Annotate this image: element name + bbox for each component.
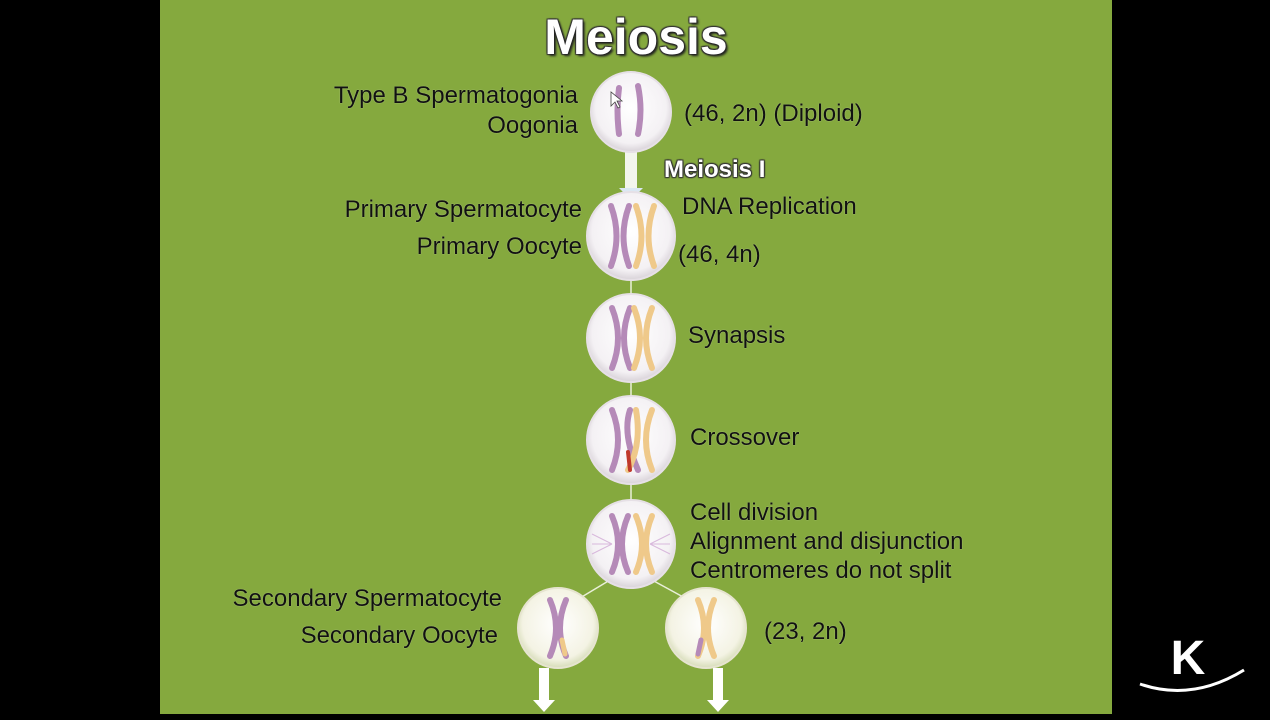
- stage-1-label-line-1: Type B Spermatogonia: [333, 82, 578, 109]
- cell-division: [586, 499, 676, 589]
- chromosome-icon: [609, 513, 655, 575]
- stage-5-value-line-1: Cell division: [690, 499, 819, 526]
- cell-spermatogonia: [590, 71, 672, 153]
- stage-5-value-line-2: Alignment and disjunction: [690, 528, 964, 555]
- logo-letter: K: [1171, 632, 1206, 685]
- slide: Meiosis: [160, 0, 1112, 714]
- stage-2-value-line-2: (46, 4n): [678, 241, 761, 268]
- stage-5-value-line-3: Centromeres do not split: [690, 557, 952, 584]
- spindle-fibers: [591, 533, 671, 555]
- chromosome-icon: [695, 597, 717, 659]
- stage-6-label-line-1: Secondary Spermatocyte: [232, 585, 502, 612]
- stage-1-label-line-2: Oogonia: [487, 112, 578, 139]
- chromosome-icon: [608, 203, 657, 269]
- stage-6-label-line-2: Secondary Oocyte: [300, 622, 498, 649]
- meiosis-diagram: [517, 71, 747, 712]
- cell-secondary-right: [665, 587, 747, 669]
- stage-2-value-line-1: DNA Replication: [682, 193, 857, 220]
- cursor-icon: [610, 91, 624, 109]
- k-logo-icon: K: [1139, 632, 1245, 692]
- stage-2-label-line-2: Primary Oocyte: [416, 233, 582, 260]
- phase-label-meiosis-i: Meiosis I: [664, 156, 766, 183]
- cell-crossover: [586, 395, 676, 485]
- chromosome-icon: [609, 407, 655, 473]
- stage-3-value: Synapsis: [688, 322, 786, 349]
- stage-1-value: (46, 2n) (Diploid): [684, 100, 863, 127]
- cell-primary-spermatocyte: [586, 191, 676, 281]
- stage-6-value: (23, 2n): [764, 618, 847, 645]
- slide-title: Meiosis: [544, 9, 728, 65]
- down-arrow-left: [533, 668, 555, 712]
- stage-2-label-line-1: Primary Spermatocyte: [344, 196, 582, 223]
- cell-synapsis: [586, 293, 676, 383]
- down-arrow-right: [707, 668, 729, 712]
- connector-line: [579, 579, 611, 599]
- chromosome-icon: [614, 83, 644, 137]
- stage-4-value: Crossover: [690, 424, 800, 451]
- cell-secondary-left: [517, 587, 599, 669]
- chromosome-icon: [609, 305, 655, 371]
- connector-line: [651, 579, 686, 599]
- chromosome-icon: [547, 597, 569, 659]
